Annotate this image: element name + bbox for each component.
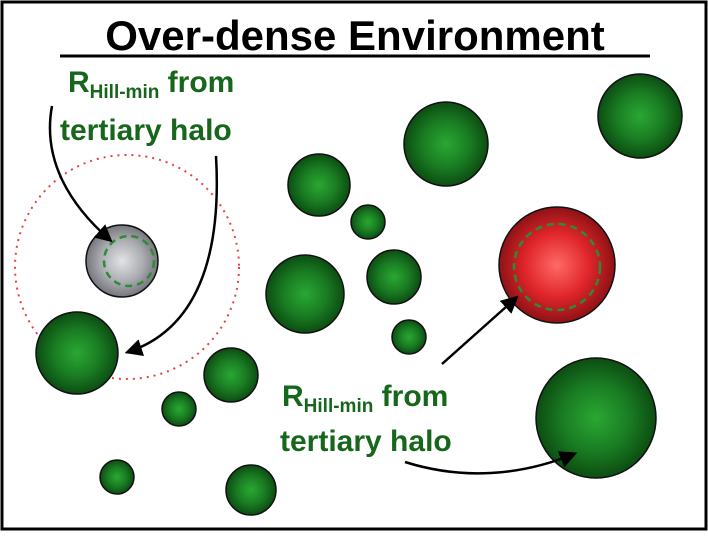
right-annotation-line1: RHill-min from bbox=[282, 380, 448, 417]
diagram-title: Over-dense Environment bbox=[105, 12, 604, 59]
right-annotation-from: from bbox=[373, 380, 448, 413]
left-annotation-line2: tertiary halo bbox=[60, 114, 232, 147]
green-halo bbox=[597, 73, 683, 159]
arrow-to-red-halo bbox=[441, 295, 519, 365]
gray-halo-inner-dashed-radius bbox=[102, 234, 156, 288]
green-halo bbox=[350, 204, 386, 240]
left-annotation-from: from bbox=[159, 66, 234, 99]
green-halo bbox=[366, 249, 422, 305]
left-annotation-subscript: Hill-min bbox=[90, 82, 160, 103]
right-annotation-line2: tertiary halo bbox=[280, 425, 452, 458]
arrow-to-green-halo-left bbox=[124, 155, 218, 356]
green-halo bbox=[203, 347, 259, 403]
green-halo bbox=[287, 153, 351, 217]
hill-radius-dotted-circle bbox=[14, 154, 240, 380]
right-annotation-symbol: R bbox=[282, 380, 304, 413]
red-halo bbox=[498, 206, 616, 324]
green-halo bbox=[391, 319, 427, 355]
green-halo bbox=[99, 459, 135, 495]
arrow-to-gray-halo bbox=[48, 105, 113, 243]
green-halo bbox=[535, 357, 657, 479]
left-annotation-line1: RHill-min from bbox=[68, 66, 234, 103]
gray-halo bbox=[85, 224, 159, 298]
green-halo bbox=[161, 391, 197, 427]
green-halo bbox=[403, 101, 489, 187]
green-halo bbox=[35, 311, 119, 395]
green-halo bbox=[265, 254, 345, 334]
right-annotation-subscript: Hill-min bbox=[304, 396, 374, 417]
arrow-to-green-halo-right bbox=[404, 451, 578, 475]
left-annotation-symbol: R bbox=[68, 66, 90, 99]
green-halo bbox=[225, 464, 277, 516]
red-halo-inner-dashed-radius bbox=[512, 222, 602, 312]
